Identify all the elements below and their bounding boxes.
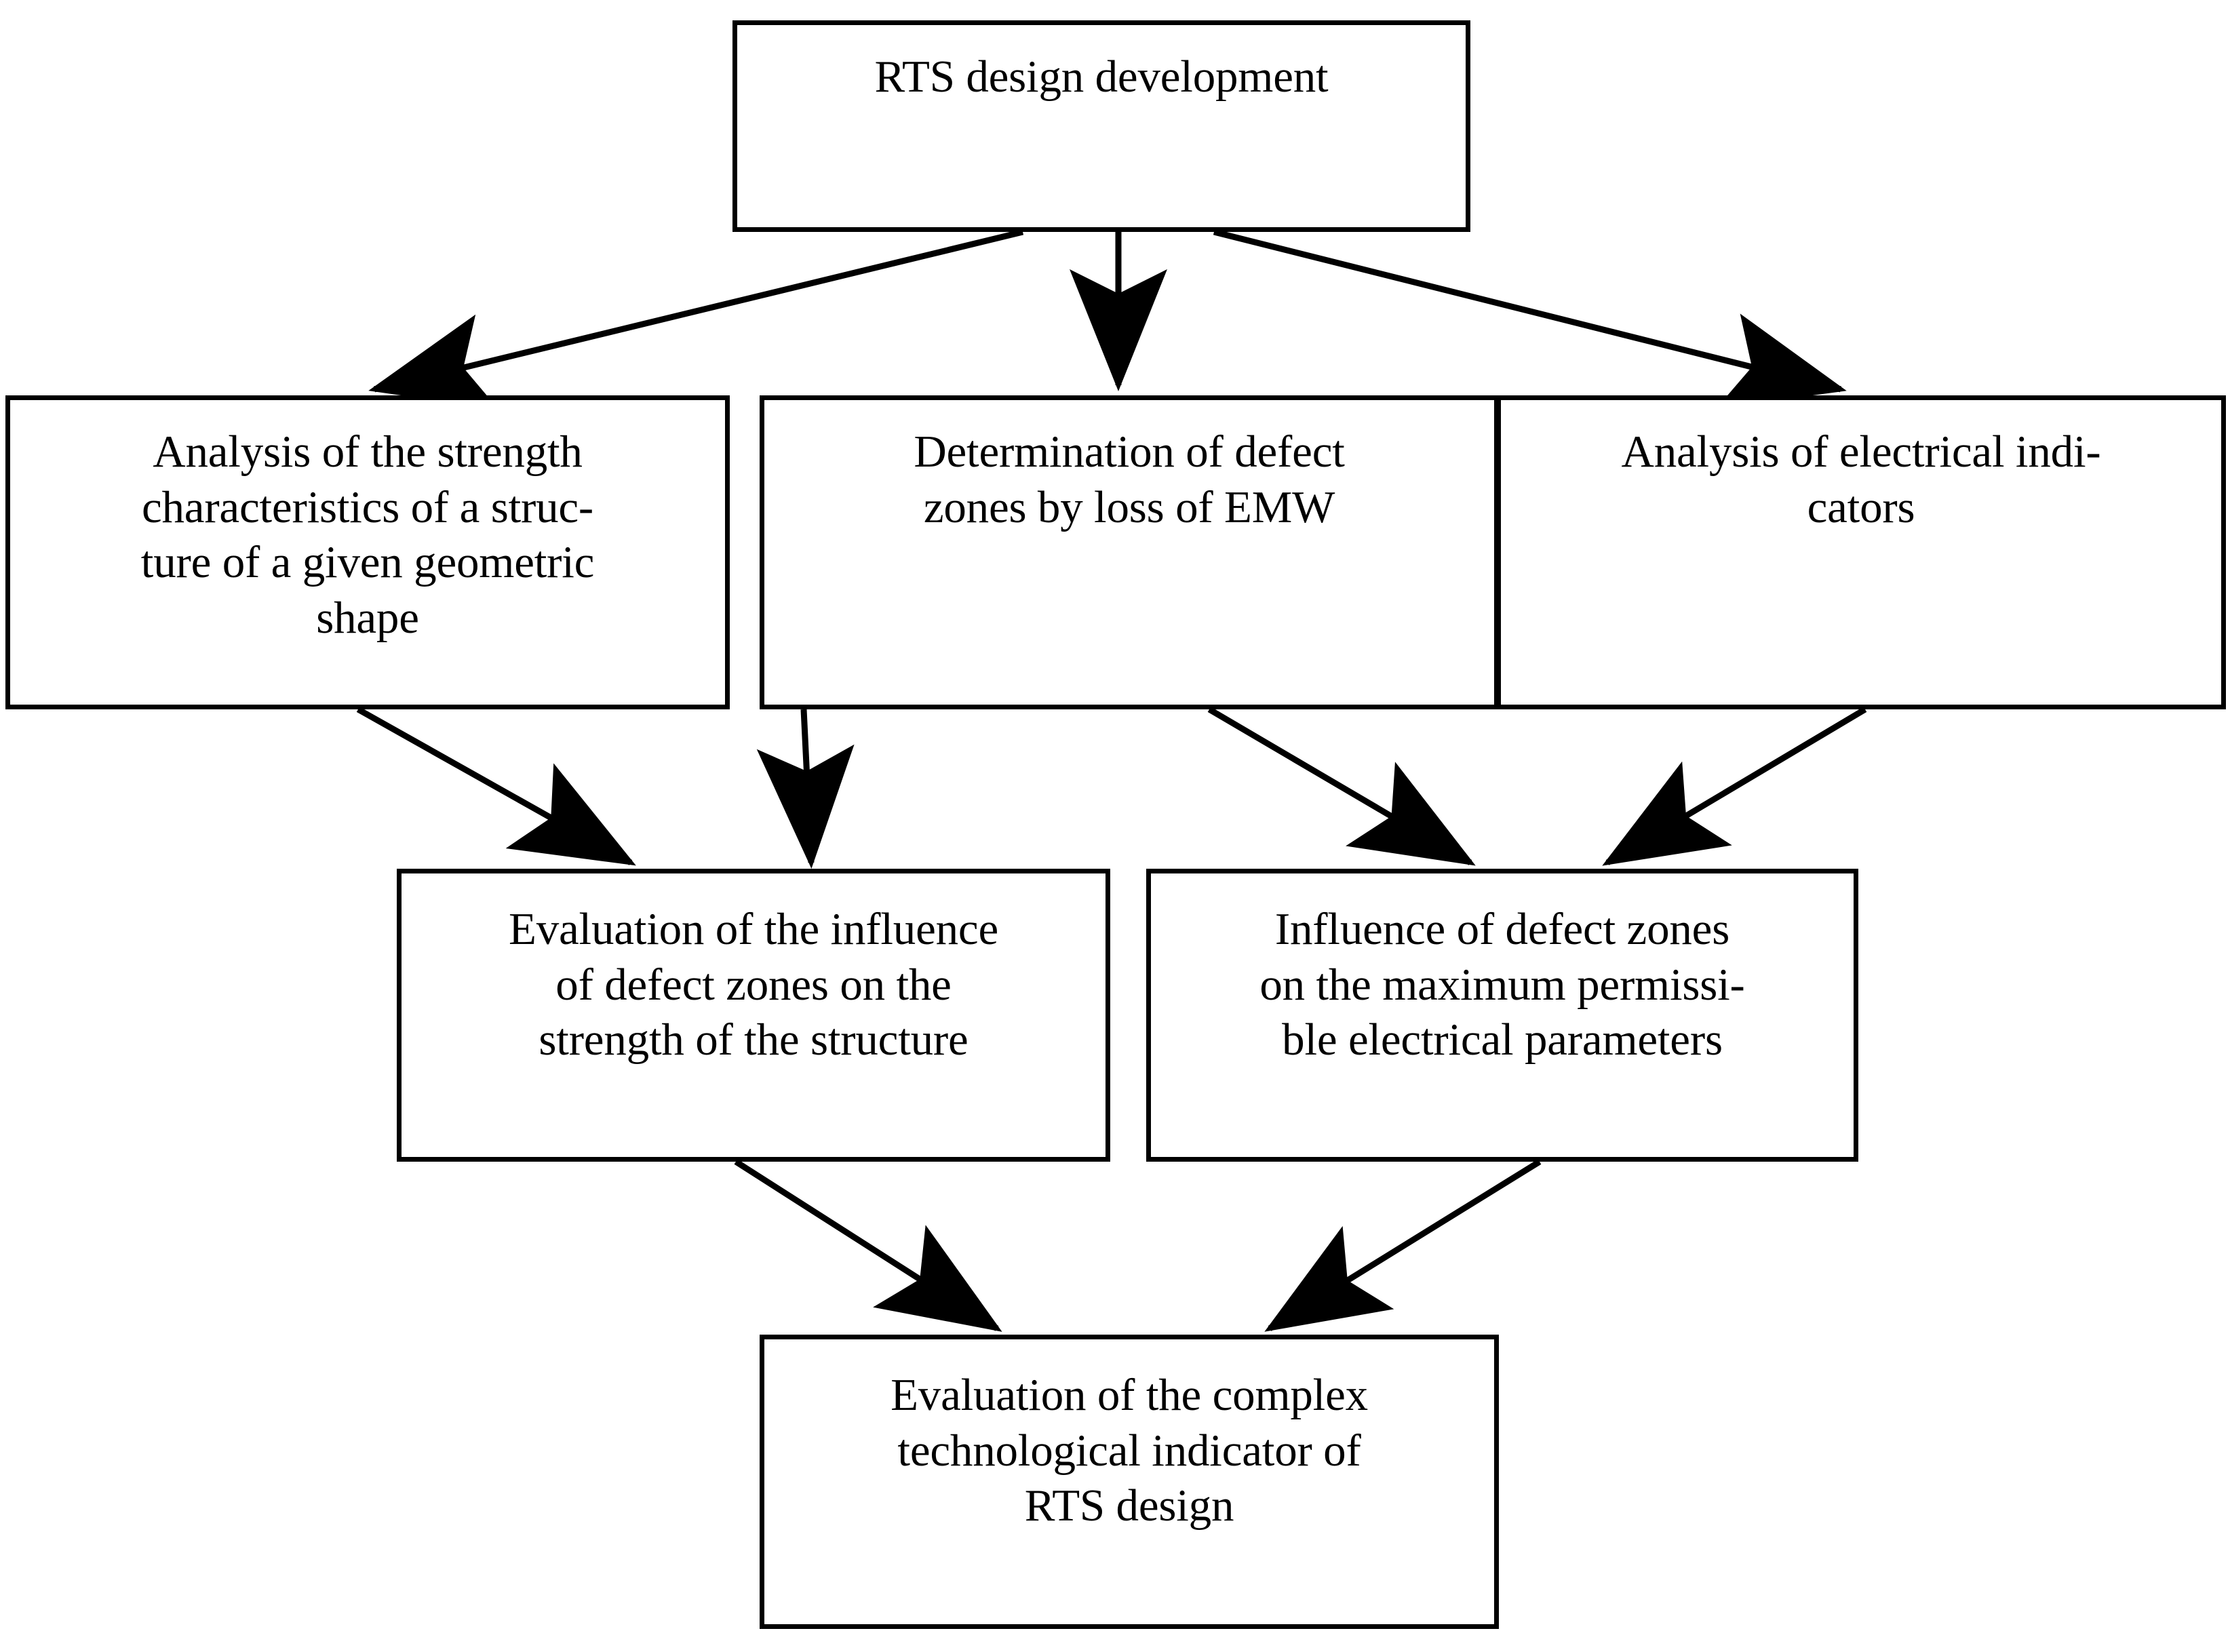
edge-defect-to-eval-strength <box>756 709 855 869</box>
node-label: Determination of defect zones by loss of… <box>914 427 1345 532</box>
edge-eval-strength-to-complex <box>734 1159 1002 1332</box>
node-evaluation-of-influence-on-strength[interactable]: Evaluation of the influence of defect zo… <box>397 869 1110 1162</box>
edge-root-to-electrical <box>1213 229 1847 409</box>
node-label: Evaluation of the complex technological … <box>891 1370 1368 1531</box>
edge-defect-to-influence <box>1207 707 1476 866</box>
edge-electrical-to-influence <box>1602 707 1867 866</box>
node-label: Evaluation of the influence of defect zo… <box>508 904 998 1065</box>
node-analysis-of-strength-characteristics[interactable]: Analysis of the strength characteristics… <box>5 395 730 709</box>
node-rts-design-development[interactable]: RTS design development <box>732 20 1470 232</box>
node-evaluation-of-complex-technological-indicator[interactable]: Evaluation of the complex technological … <box>760 1335 1499 1629</box>
edge-strength-to-eval-strength <box>356 707 636 866</box>
edge-influence-to-complex <box>1264 1159 1542 1332</box>
node-label: RTS design development <box>874 52 1329 102</box>
node-label: Influence of defect zones on the maximum… <box>1259 904 1745 1065</box>
node-influence-on-electrical-parameters[interactable]: Influence of defect zones on the maximum… <box>1146 869 1858 1162</box>
node-analysis-of-electrical-indicators[interactable]: Analysis of electrical indi- cators <box>1496 395 2226 709</box>
node-label: Analysis of electrical indi- cators <box>1621 427 2101 532</box>
node-determination-of-defect-zones[interactable]: Determination of defect zones by loss of… <box>760 395 1499 709</box>
edge-root-to-strength <box>368 229 1024 410</box>
node-label: Analysis of the strength characteristics… <box>140 427 595 644</box>
